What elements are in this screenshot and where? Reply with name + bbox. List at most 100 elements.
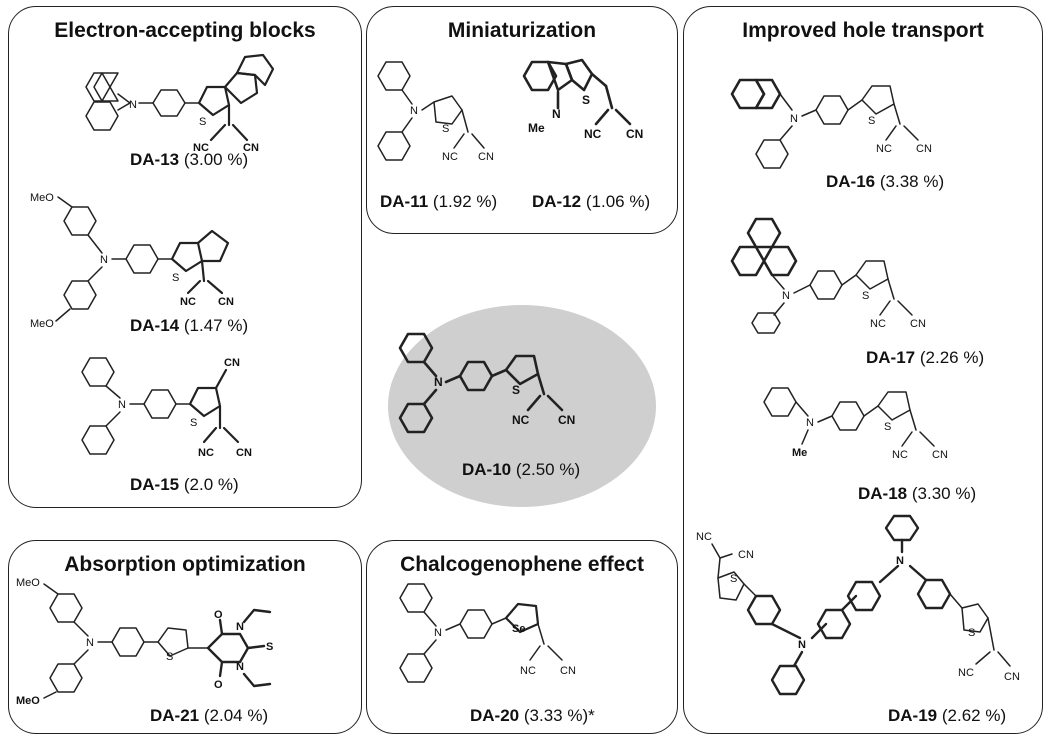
svg-text:N: N [129,99,137,111]
efficiency-da-20: (3.33 %)* [523,706,595,725]
structure-da-20: N Se NC CN [399,583,576,683]
svg-text:S: S [582,93,590,107]
svg-text:NC: NC [870,318,886,330]
efficiency-da-19: (2.62 %) [941,706,1007,725]
caption-da-14: DA-14 (1.47 %) [130,316,248,336]
panel-hole-transport: Improved hole transport [683,6,1043,734]
compound-id-da-20: DA-20 [470,706,520,725]
svg-text:N: N [782,290,790,302]
structure-da-16: N S NC CN [730,78,932,169]
panel-title-absorption: Absorption optimization [64,553,306,576]
structure-da-13: N S NC CN [85,53,275,154]
svg-text:CN: CN [626,127,643,141]
svg-text:NC: NC [193,142,209,154]
svg-text:Me: Me [528,121,545,135]
compound-id-da-10: DA-10 [462,460,512,479]
svg-text:S: S [166,651,173,663]
efficiency-da-21: (2.04 %) [203,706,269,725]
caption-da-20: DA-20 (3.33 %)* [470,706,595,726]
efficiency-da-17: (2.26 %) [919,348,985,367]
svg-text:S: S [199,116,206,128]
efficiency-da-11: (1.92 %) [432,192,498,211]
compound-id-da-21: DA-21 [150,706,200,725]
svg-text:S: S [266,641,273,653]
svg-text:MeO: MeO [16,695,40,707]
structure-da-15: N S CN NC CN [81,357,252,459]
compound-id-da-11: DA-11 [380,192,429,211]
structure-da-19: NC CN S N N S NC CN [696,514,1020,696]
structure-da-18: N Me S NC CN [763,387,948,461]
caption-da-17: DA-17 (2.26 %) [866,348,984,368]
svg-text:N: N [86,637,94,649]
svg-text:MeO: MeO [30,318,54,330]
svg-text:S: S [868,115,875,127]
svg-text:CN: CN [218,296,234,308]
efficiency-da-12: (1.06 %) [585,192,651,211]
svg-text:S: S [862,290,869,302]
compound-id-da-15: DA-15 [130,475,180,494]
caption-da-10: DA-10 (2.50 %) [462,460,580,480]
svg-text:N: N [896,555,904,567]
svg-text:NC: NC [198,447,214,459]
svg-text:CN: CN [560,665,576,677]
svg-text:NC: NC [696,531,712,543]
svg-text:Me: Me [792,447,807,459]
svg-text:CN: CN [243,142,259,154]
caption-da-11: DA-11 (1.92 %) [380,192,497,212]
efficiency-da-18: (3.30 %) [911,484,977,503]
svg-text:S: S [190,417,197,429]
caption-da-21: DA-21 (2.04 %) [150,706,268,726]
svg-text:NC: NC [520,665,536,677]
svg-text:N: N [806,417,814,429]
svg-text:N: N [798,639,806,651]
efficiency-da-10: (2.50 %) [515,460,581,479]
panel-chalcogenophene: Chalcogenophene effect [366,540,678,734]
svg-text:N: N [118,399,126,411]
svg-text:NC: NC [442,151,458,163]
svg-text:S: S [442,123,449,135]
svg-text:Se: Se [512,623,525,635]
svg-text:MeO: MeO [30,192,54,204]
svg-text:NC: NC [958,667,974,679]
efficiency-da-15: (2.0 %) [183,475,239,494]
svg-text:N: N [552,107,561,121]
compound-id-da-12: DA-12 [532,192,582,211]
efficiency-da-16: (3.38 %) [879,172,945,191]
svg-text:S: S [730,573,737,585]
central-compound-highlight [388,305,656,507]
svg-text:NC: NC [180,296,196,308]
svg-text:CN: CN [224,357,240,369]
svg-text:N: N [434,627,442,639]
panel-title-electron-accepting: Electron-accepting blocks [54,19,316,42]
structure-da-11: N S NC CN [377,61,494,163]
svg-text:N: N [790,113,798,125]
svg-text:N: N [410,105,418,117]
structure-da-21: MeO N MeO S O O N N S [16,577,273,707]
compound-id-da-14: DA-14 [130,316,180,335]
compound-id-da-16: DA-16 [826,172,876,191]
efficiency-da-14: (1.47 %) [183,316,249,335]
compound-id-da-17: DA-17 [866,348,916,367]
svg-text:N: N [236,661,244,673]
caption-da-12: DA-12 (1.06 %) [532,192,650,212]
svg-text:O: O [214,679,223,691]
svg-text:O: O [214,609,223,621]
svg-text:MeO: MeO [16,577,40,589]
structure-da-12: N Me S NC CN [522,58,643,141]
svg-text:NC: NC [512,413,530,427]
compound-id-da-19: DA-19 [888,706,938,725]
panel-absorption-optimization: Absorption optimization [8,540,362,734]
svg-text:CN: CN [1004,671,1020,683]
svg-text:N: N [100,254,108,266]
svg-text:CN: CN [236,447,252,459]
svg-text:S: S [512,383,520,397]
svg-text:S: S [968,627,975,639]
svg-text:CN: CN [558,413,575,427]
svg-text:NC: NC [892,449,908,461]
structure-da-17: N S NC CN [730,217,926,334]
panel-title-chalcogenophene: Chalcogenophene effect [400,553,644,576]
panel-title-hole-transport: Improved hole transport [742,19,984,42]
caption-da-15: DA-15 (2.0 %) [130,475,239,495]
svg-text:S: S [172,272,179,284]
svg-text:S: S [884,421,891,433]
